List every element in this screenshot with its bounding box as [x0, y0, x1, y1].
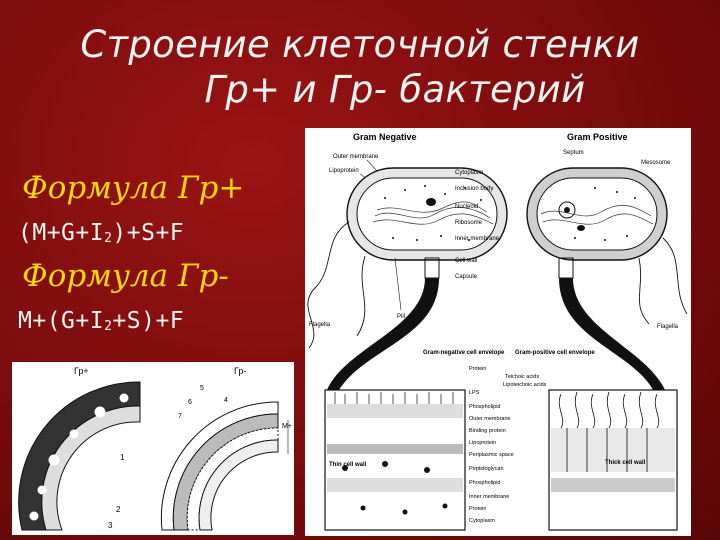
cross-side-label: M+ — [282, 423, 292, 430]
part-teichoic-acids: Teichoic acids — [505, 374, 539, 380]
label-cell-wall: Cell wall — [455, 258, 477, 264]
cross-right-label-7: 7 — [178, 413, 182, 420]
gram-negative-header: Gram Negative — [353, 132, 417, 142]
label-gp-envelope: Gram-positive cell envelope — [515, 350, 595, 356]
part-phospholipid-2: Phospholipid — [469, 480, 501, 486]
bacteria-structure-diagram: Gram Negative Gram Positive Outer membra… — [305, 128, 691, 536]
label-ribosome: Ribosome — [455, 220, 483, 226]
label-nucleoid: Nucleoid — [455, 204, 478, 210]
gram-positive-cell — [526, 167, 668, 279]
label-inclusion-body: Inclusion body — [455, 186, 493, 192]
cross-left-label-2: 2 — [116, 505, 121, 514]
part-phospholipid-1: Phospholipid — [469, 404, 501, 410]
part-lipoprotein: Lipoprotein — [469, 440, 496, 446]
gram-negative-formula: M+(G+I2+S)+F — [18, 308, 185, 334]
part-binding-protein: Binding protein — [469, 428, 506, 434]
label-lipoprotein: Lipoprotein — [329, 168, 359, 174]
part-protein: Protein — [469, 366, 486, 372]
label-cytoplasm: Cytoplasm — [455, 170, 483, 176]
center-label-list: Cytoplasm Inclusion body Nucleoid Riboso… — [455, 170, 500, 280]
label-capsule: Capsule — [455, 274, 478, 280]
cross-left-header: Гр+ — [74, 366, 89, 376]
funnel-left — [327, 278, 439, 390]
gram-negative-cell — [346, 167, 508, 279]
cross-left-label-3: 3 — [108, 521, 113, 530]
gram-negative-cross-section: 5 6 7 4 M+ — [160, 385, 292, 531]
slide-title: Строение клеточной стенки Гр+ и Гр- бакт… — [0, 22, 720, 112]
part-inner-membrane: Inner membrane — [469, 494, 509, 500]
envelope-detail: Gram-negative cell envelope Gram-positiv… — [324, 350, 678, 531]
cross-right-label-4: 4 — [224, 397, 228, 404]
label-thick-cell-wall: Thick cell wall — [605, 460, 646, 466]
gram-positive-header: Gram Positive — [567, 132, 628, 142]
label-flagella-right: Flagella — [657, 324, 679, 330]
cell-wall-cross-section: Гр+ Гр- 1 2 3 5 6 7 4 M+ — [12, 362, 294, 535]
part-lps: LPS — [469, 390, 480, 396]
part-peptidoglycan: Peptidoglycan — [469, 466, 504, 472]
gram-negative-formula-label: Формула Гр- — [22, 258, 229, 294]
title-line-1: Строение клеточной стенки — [80, 23, 640, 66]
flagellum-left — [307, 221, 350, 349]
label-mesosome: Mesosome — [641, 160, 671, 166]
part-outer-membrane: Outer membrane — [469, 416, 511, 422]
part-periplasmic-space: Periplasmic space — [469, 452, 514, 458]
part-protein-2: Protein — [469, 506, 486, 512]
gram-positive-cross-section: 1 2 3 — [18, 381, 141, 531]
label-thin-cell-wall: Thin cell wall — [329, 462, 367, 468]
cross-left-label-1: 1 — [120, 453, 125, 462]
label-inner-membrane: Inner membrane — [455, 236, 500, 242]
cross-right-label-6: 6 — [188, 399, 192, 406]
funnel-right — [559, 278, 665, 390]
label-gn-envelope: Gram-negative cell envelope — [423, 350, 505, 356]
flagellum-right — [662, 237, 688, 315]
label-septum: Septum — [563, 150, 584, 156]
label-pili: Pili — [397, 314, 405, 320]
gram-positive-formula-label: Формула Гр+ — [22, 170, 245, 206]
gram-positive-formula: (M+G+I2)+S+F — [18, 220, 185, 246]
cross-right-label-5: 5 — [200, 385, 204, 392]
part-lipoteichoic-acids: Lipoteichoic acids — [503, 382, 547, 388]
part-cytoplasm: Cytoplasm — [469, 518, 495, 524]
cross-right-header: Гр- — [234, 366, 246, 376]
title-line-2: Гр+ и Гр- бактерий — [204, 68, 586, 111]
label-outer-membrane: Outer membrane — [333, 154, 379, 160]
label-flagella-left: Flagella — [309, 322, 331, 328]
